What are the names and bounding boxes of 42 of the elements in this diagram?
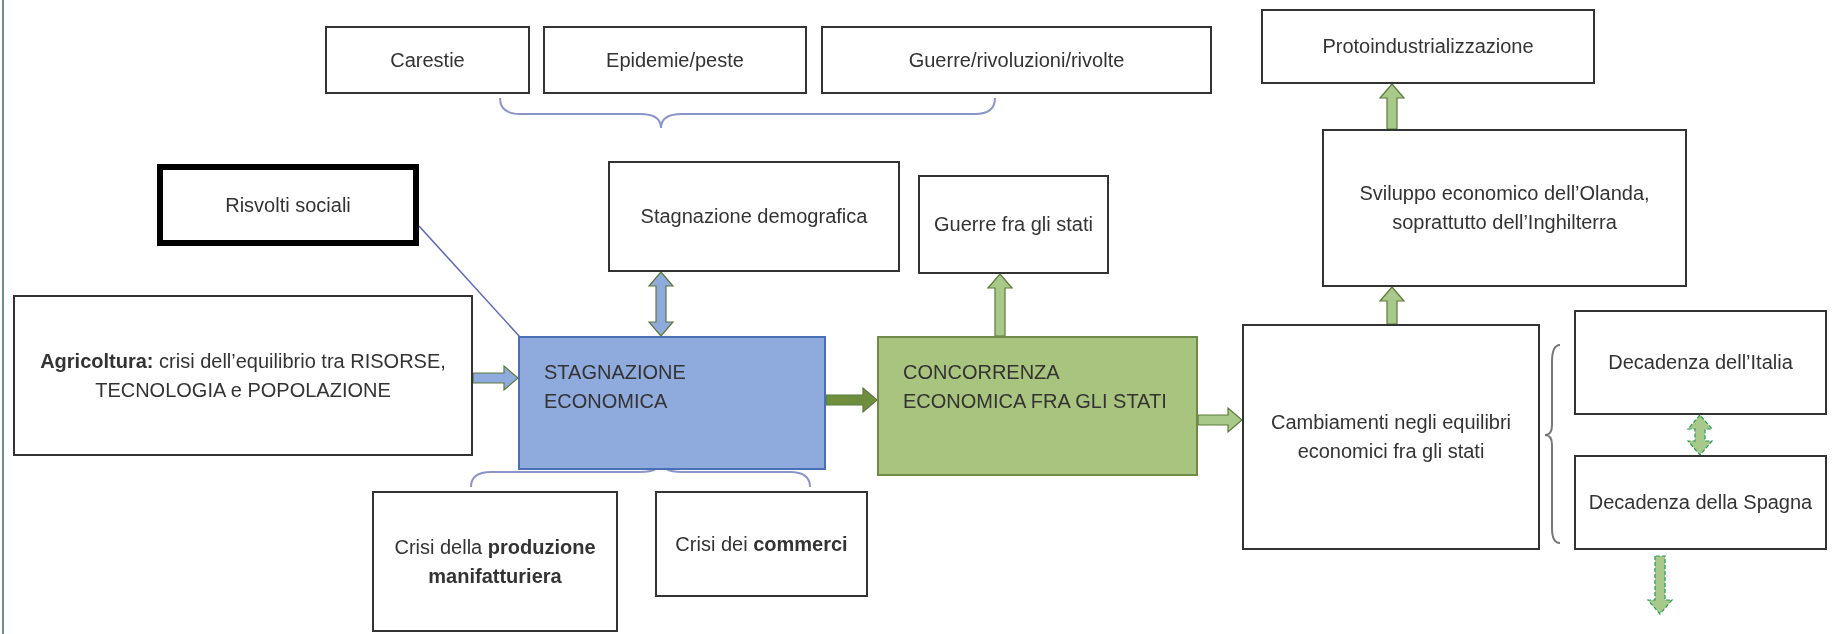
box-label: CONCORRENZA ECONOMICA FRA GLI STATI: [903, 360, 1168, 414]
box-label: Crisi dei commerci: [675, 531, 848, 557]
box-label: Decadenza della Spagna: [1588, 490, 1813, 515]
box-label: Sviluppo economico dell’Olanda, soprattutto dell’Inghilterra: [1358, 181, 1651, 235]
concept-box: [821, 26, 1212, 94]
block-arrow: [472, 364, 519, 392]
concept-box: [1261, 9, 1595, 84]
block-arrow: [1686, 414, 1714, 456]
concept-box: [608, 161, 900, 272]
highlight-box: [518, 336, 826, 470]
concept-box: [918, 175, 1109, 274]
block-arrow: [1197, 406, 1243, 434]
concept-box: [157, 164, 419, 246]
block-arrow: [1378, 83, 1406, 130]
concept-box: [543, 26, 807, 94]
box-label: Decadenza dell’Italia: [1608, 350, 1793, 375]
box-label: Protoindustrializzazione: [1322, 34, 1534, 59]
concept-box: [1574, 455, 1827, 550]
box-label: Crisi della produzione manifatturiera: [393, 534, 597, 589]
box-label: Risvolti sociali: [225, 192, 351, 218]
concept-box: [1574, 310, 1827, 415]
block-arrow: [825, 386, 878, 414]
block-arrow: [1646, 555, 1674, 615]
box-label: Agricoltura: crisi dell’equilibrio tra RISORSE, TECNOLOGIA e POPOLAZIONE: [39, 348, 447, 403]
box-label: Carestie: [390, 47, 465, 73]
concept-box: [325, 26, 530, 94]
concept-box: [13, 295, 473, 456]
concept-box: [1242, 324, 1540, 550]
box-label: STAGNAZIONE ECONOMICA: [544, 360, 687, 414]
box-label: Epidemie/peste: [606, 47, 744, 73]
box-label: Guerre/rivoluzioni/rivolte: [908, 47, 1125, 73]
box-label: Cambiamenti negli equilibri economici fra gli stati: [1269, 410, 1513, 464]
box-label: Guerre fra gli stati: [934, 212, 1093, 237]
highlight-box: [877, 336, 1198, 476]
block-arrow: [647, 271, 675, 337]
block-arrow: [1378, 286, 1406, 325]
connector-line: [418, 225, 521, 338]
box-label: Stagnazione demografica: [640, 204, 868, 229]
block-arrow: [986, 273, 1014, 337]
concept-box: [655, 491, 868, 597]
concept-box: [1322, 129, 1687, 287]
concept-box: [372, 491, 618, 632]
